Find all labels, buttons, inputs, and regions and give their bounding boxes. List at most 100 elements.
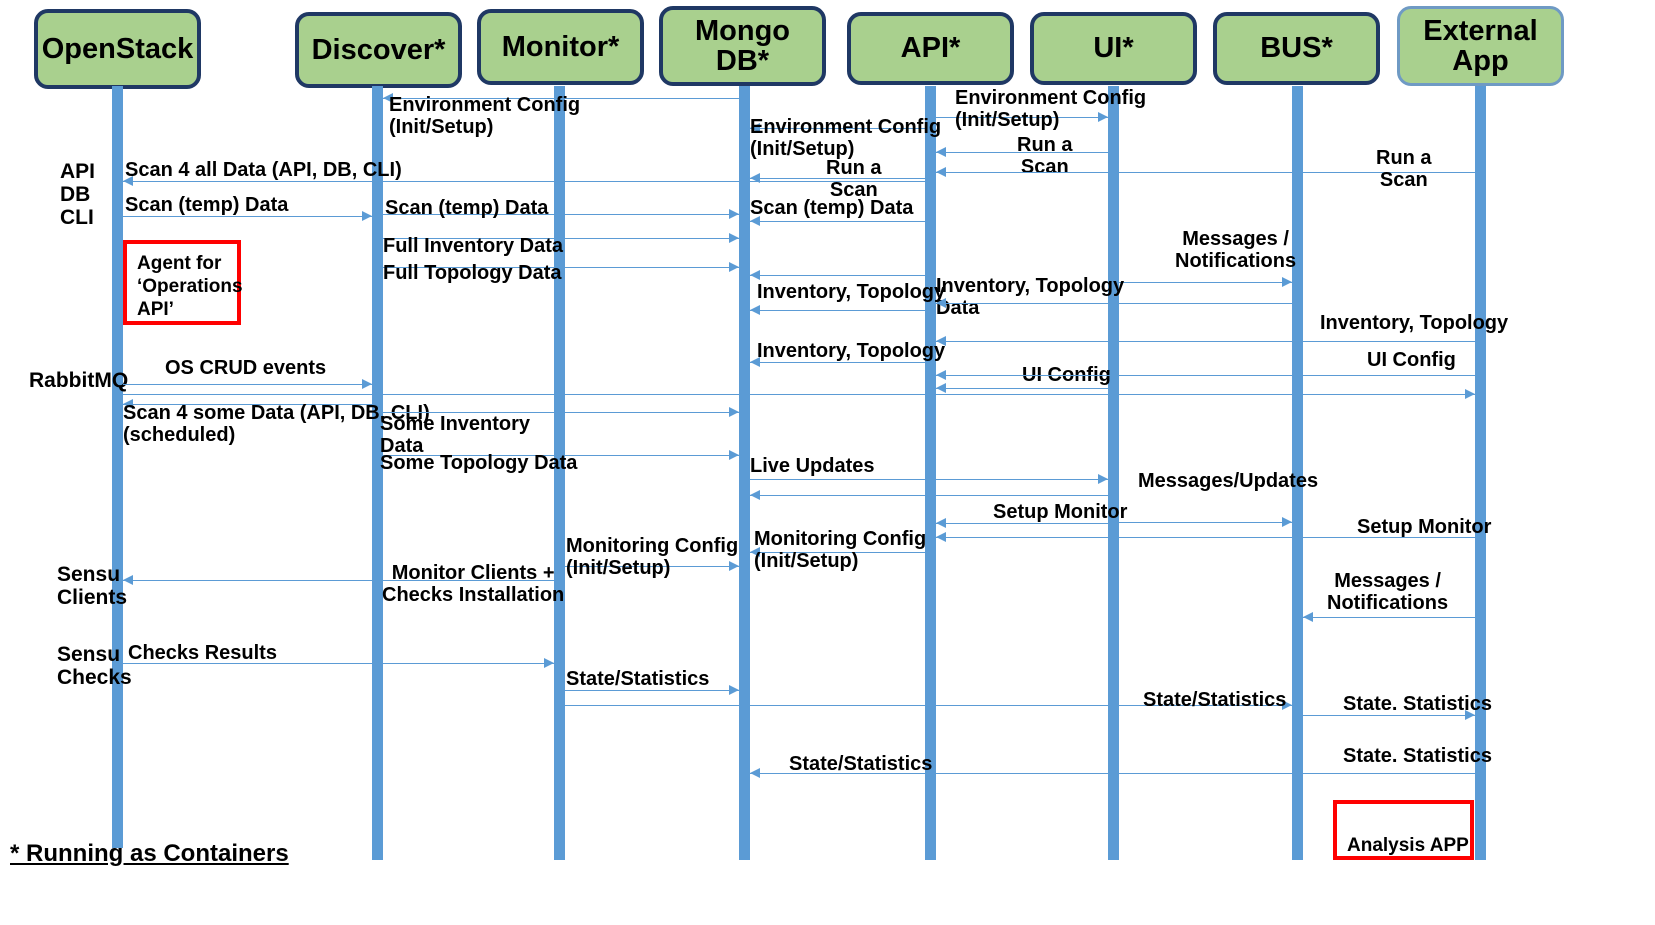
actor-label-discover: Discover* (311, 33, 446, 66)
msg-line-m22 (383, 412, 739, 413)
actor-box-discover[interactable]: Discover* (295, 12, 462, 88)
msg-line-m04 (936, 152, 1108, 153)
msg-label-m09: Scan (temp) Data (385, 197, 549, 219)
lifeline-external-app (1475, 86, 1486, 860)
msg-label-m13: Inventory, Topology Data (936, 275, 1125, 319)
msg-label-m15: Inventory, Topology (1320, 312, 1509, 334)
actor-box-external-app[interactable]: External App (1397, 6, 1564, 86)
msg-label-m28: Setup Monitor (1357, 516, 1492, 538)
msg-arrow-m04 (936, 147, 946, 157)
msg-arrow-m29 (750, 547, 760, 557)
msg-arrow-m12 (1282, 277, 1292, 287)
msg-line-m05 (123, 181, 925, 182)
msg-line-m33 (123, 663, 554, 664)
msg-arrow-m36 (1465, 710, 1475, 720)
msg-line-m03 (750, 128, 925, 129)
msg-arrow-m23 (729, 450, 739, 460)
actor-label-mongodb: Mongo DB* (694, 14, 790, 77)
msg-line-m08 (123, 216, 372, 217)
actor-box-mongodb[interactable]: Mongo DB* (659, 6, 826, 86)
msg-arrow-m05 (123, 176, 133, 186)
side-label-api-db-cli: API DB CLI (60, 160, 96, 230)
msg-arrow-m17 (936, 383, 946, 393)
msg-label-m02: Environment Config (Init/Setup) (955, 87, 1147, 131)
msg-label-m07: Run a Scan (826, 157, 882, 201)
msg-line-m12 (1119, 282, 1292, 283)
msg-label-m23: Some Topology Data (380, 452, 578, 474)
msg-line-m16 (750, 362, 925, 363)
msg-label-m14: Inventory, Topology (757, 281, 946, 303)
annotation-agent-operations-api-text: Agent for ‘Operations API’ (137, 253, 243, 321)
msg-arrow-m14b (750, 305, 760, 315)
msg-arrow-m03 (750, 123, 760, 133)
msg-line-m32 (1303, 617, 1475, 618)
actor-box-ui[interactable]: UI* (1030, 12, 1197, 85)
actor-label-ui: UI* (1093, 32, 1134, 65)
msg-label-m21: Scan 4 some Data (API, DB, CLI) (schedul… (123, 402, 430, 446)
msg-label-m33: Checks Results (128, 642, 277, 664)
msg-label-m32: Messages / Notifications (1327, 570, 1449, 614)
msg-line-m19 (123, 384, 372, 385)
lifeline-api (925, 86, 936, 860)
msg-label-m30: Monitoring Config (Init/Setup) (566, 535, 739, 579)
msg-arrow-m22 (729, 407, 739, 417)
msg-label-m08: Scan (temp) Data (125, 194, 289, 216)
msg-line-m06 (936, 172, 1475, 173)
msg-arrow-m01 (383, 93, 393, 103)
msg-arrow-m02 (1098, 112, 1108, 122)
actor-box-bus[interactable]: BUS* (1213, 12, 1380, 85)
actor-box-openstack[interactable]: OpenStack (34, 9, 201, 89)
msg-arrow-m18 (936, 370, 946, 380)
msg-label-m09b: Scan (temp) Data (750, 197, 914, 219)
msg-arrow-m27 (936, 518, 946, 528)
msg-line-m26 (750, 495, 1108, 496)
side-label-rabbitmq: RabbitMQ (29, 369, 129, 392)
msg-label-m27: Setup Monitor (993, 501, 1128, 523)
msg-arrow-m28 (936, 532, 946, 542)
msg-line-m30 (565, 566, 739, 567)
msg-label-m10: Full Inventory Data (383, 235, 564, 257)
msg-arrow-m34 (729, 685, 739, 695)
msg-arrow-m15 (936, 336, 946, 346)
msg-line-m14b (750, 310, 925, 311)
msg-line-m20 (123, 394, 1475, 395)
msg-label-m34: State/Statistics (566, 668, 710, 690)
msg-line-m09 (383, 214, 739, 215)
actor-label-api: API* (900, 32, 961, 65)
msg-arrow-m19 (362, 379, 372, 389)
side-label-sensu-checks: Sensu Checks (57, 643, 132, 690)
lifeline-mongodb (739, 86, 750, 860)
actor-label-openstack: OpenStack (41, 32, 194, 65)
msg-line-m31 (123, 580, 554, 581)
msg-arrow-m07 (750, 173, 760, 183)
msg-arrow-m24 (1098, 474, 1108, 484)
msg-line-m15 (936, 341, 1475, 342)
msg-line-m13 (750, 275, 925, 276)
msg-arrow-m10 (729, 233, 739, 243)
msg-label-m11: Full Topology Data (383, 262, 562, 284)
msg-label-m25: Messages/Updates (1138, 470, 1319, 492)
msg-line-m37 (750, 773, 1475, 774)
actor-box-api[interactable]: API* (847, 12, 1014, 85)
annotation-agent-operations-api: Agent for ‘Operations API’ (123, 240, 243, 325)
msg-line-m35 (565, 705, 1292, 706)
msg-label-m06: Run a Scan (1376, 147, 1432, 191)
msg-arrow-m11 (729, 262, 739, 272)
msg-line-m07 (750, 178, 925, 179)
actor-label-bus: BUS* (1260, 32, 1333, 65)
msg-arrow-m37 (750, 768, 760, 778)
msg-arrow-m35 (1282, 700, 1292, 710)
msg-arrow-m32 (1303, 612, 1313, 622)
actor-box-monitor[interactable]: Monitor* (477, 9, 644, 85)
msg-arrow-m06 (936, 167, 946, 177)
msg-arrow-m33 (544, 658, 554, 668)
msg-line-m34 (565, 690, 739, 691)
msg-arrow-m25 (1282, 517, 1292, 527)
side-label-sensu-clients: Sensu Clients (57, 563, 128, 610)
actor-label-external-app: External App (1423, 14, 1538, 77)
msg-label-m22: Some Inventory Data (380, 413, 531, 457)
msg-line-m28 (936, 537, 1475, 538)
actor-label-monitor: Monitor* (501, 30, 620, 63)
msg-arrow-m13 (750, 270, 760, 280)
